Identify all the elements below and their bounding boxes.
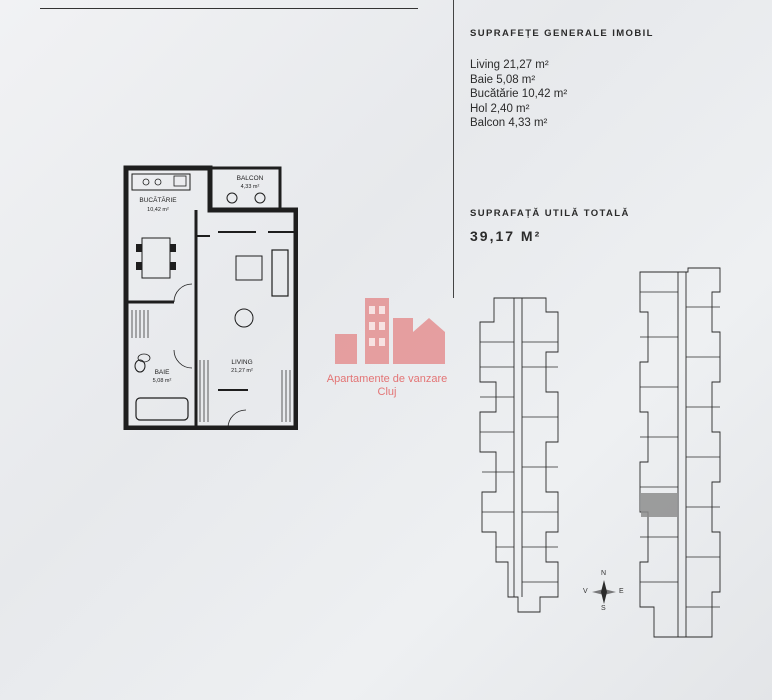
block-left xyxy=(479,297,559,613)
armchair xyxy=(234,308,254,328)
watermark-logo xyxy=(335,298,445,364)
vertical-divider xyxy=(453,0,454,298)
label-living: LIVING xyxy=(231,359,252,366)
area-list: Living 21,27 m² Baie 5,08 m² Bucătărie 1… xyxy=(470,58,567,131)
coffee-table xyxy=(235,255,263,281)
label-baie: BAIE xyxy=(155,369,170,376)
watermark-line2: Cluj xyxy=(377,386,397,398)
apartment-floorplan: BUCĂTĂRIE 10,42 m² BALCON 4,33 m² LIVING… xyxy=(123,165,298,430)
bathtub xyxy=(135,397,189,421)
area-item-baie: Baie 5,08 m² xyxy=(470,73,536,86)
general-areas-heading: SUPRAFEȚE GENERALE IMOBIL xyxy=(470,28,654,39)
area-item-hol: Hol 2,40 m² xyxy=(470,102,530,115)
compass: N S E V xyxy=(582,570,626,614)
area-item-living: Living 21,27 m² xyxy=(470,59,549,71)
compass-north: N xyxy=(601,570,607,577)
toilet xyxy=(134,359,146,373)
building-site-plan xyxy=(479,267,721,638)
total-area-heading: SUPRAFAȚĂ UTILĂ TOTALĂ xyxy=(470,208,630,219)
compass-rose-icon xyxy=(592,580,616,604)
total-area-value: 39,17 M² xyxy=(470,228,542,244)
compass-east: E xyxy=(619,588,624,595)
compass-south: S xyxy=(601,605,606,612)
label-bucatarie: BUCĂTĂRIE xyxy=(139,195,177,204)
block-right xyxy=(639,267,721,638)
sofa xyxy=(271,249,289,297)
watermark-line1: Apartamente de vanzare xyxy=(326,373,448,385)
area-item-bucatarie: Bucătărie 10,42 m² xyxy=(470,88,568,100)
compass-west: V xyxy=(583,588,588,595)
watermark: Apartamente de vanzare Cluj xyxy=(308,292,466,399)
dining-table xyxy=(141,237,171,279)
sink xyxy=(137,353,151,363)
label-balcon: BALCON xyxy=(237,175,264,182)
area-baie: 5,08 m² xyxy=(153,378,172,384)
area-balcon: 4,33 m² xyxy=(241,184,260,190)
area-item-balcon: Balcon 4,33 m² xyxy=(470,117,548,129)
top-rule xyxy=(40,8,418,9)
kitchen-counter xyxy=(131,173,191,191)
area-bucatarie: 10,42 m² xyxy=(147,207,169,213)
balcony-outline xyxy=(210,166,282,210)
highlighted-unit xyxy=(641,493,677,517)
area-living: 21,27 m² xyxy=(231,368,253,374)
